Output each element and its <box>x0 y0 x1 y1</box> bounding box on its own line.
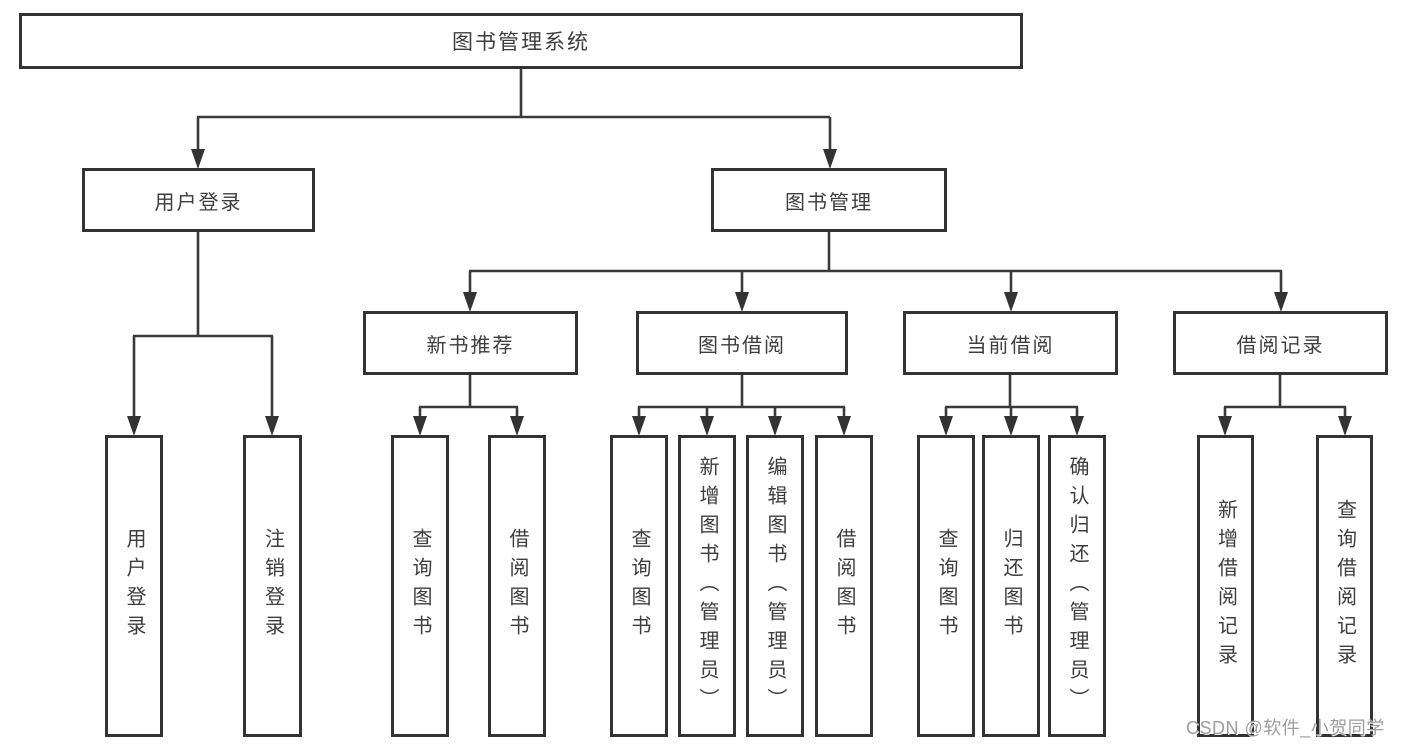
leaf-query-books-recommend-label: 查询图书 <box>409 528 431 644</box>
leaf-add-borrow-record-label: 新增借阅记录 <box>1214 499 1237 673</box>
leaf-confirm-return-admin: 确认归还（管理员） <box>1048 435 1106 737</box>
node-book-management: 图书管理 <box>711 168 947 232</box>
node-book-borrow: 图书借阅 <box>636 311 848 375</box>
node-user-login-label: 用户登录 <box>154 191 243 214</box>
leaf-confirm-return-admin-label: 确认归还（管理员） <box>1066 455 1088 717</box>
leaf-edit-book-admin-label: 编辑图书（管理员） <box>764 455 786 717</box>
leaf-edit-book-admin: 编辑图书（管理员） <box>746 435 804 737</box>
node-new-book-recommend-label: 新书推荐 <box>426 334 515 357</box>
node-current-borrow-label: 当前借阅 <box>966 334 1055 357</box>
leaf-user-login: 用户登录 <box>105 435 163 737</box>
leaf-query-books-current: 查询图书 <box>917 435 975 737</box>
leaf-query-books-borrow: 查询图书 <box>610 435 668 737</box>
leaf-query-books-borrow-label: 查询图书 <box>628 528 650 644</box>
node-new-book-recommend: 新书推荐 <box>363 311 578 375</box>
node-root-label: 图书管理系统 <box>452 31 590 54</box>
leaf-query-borrow-record: 查询借阅记录 <box>1316 435 1373 737</box>
leaf-logout-login-label: 注销登录 <box>261 528 284 644</box>
leaf-return-book-label: 归还图书 <box>1000 528 1022 644</box>
leaf-borrow-books-label: 借阅图书 <box>833 528 855 644</box>
leaf-borrow-books-recommend: 借阅图书 <box>488 435 546 737</box>
leaf-add-book-admin-label: 新增图书（管理员） <box>696 455 718 717</box>
leaf-add-borrow-record: 新增借阅记录 <box>1197 435 1254 737</box>
leaf-borrow-books: 借阅图书 <box>815 435 873 737</box>
node-borrow-records-label: 借阅记录 <box>1236 334 1325 357</box>
leaf-add-book-admin: 新增图书（管理员） <box>678 435 736 737</box>
leaf-return-book: 归还图书 <box>982 435 1040 737</box>
node-book-management-label: 图书管理 <box>785 191 873 214</box>
leaf-query-books-recommend: 查询图书 <box>391 435 449 737</box>
leaf-query-borrow-record-label: 查询借阅记录 <box>1333 499 1356 673</box>
leaf-user-login-label: 用户登录 <box>123 528 145 644</box>
node-borrow-records: 借阅记录 <box>1173 311 1388 375</box>
node-book-borrow-label: 图书借阅 <box>698 334 786 357</box>
watermark: CSDN @软件_小贺同学 <box>1186 718 1385 738</box>
node-user-login: 用户登录 <box>82 168 315 232</box>
leaf-logout-login: 注销登录 <box>243 435 302 737</box>
leaf-query-books-current-label: 查询图书 <box>935 528 957 644</box>
node-current-borrow: 当前借阅 <box>903 311 1118 375</box>
leaf-borrow-books-recommend-label: 借阅图书 <box>506 528 528 644</box>
node-root: 图书管理系统 <box>19 13 1023 69</box>
